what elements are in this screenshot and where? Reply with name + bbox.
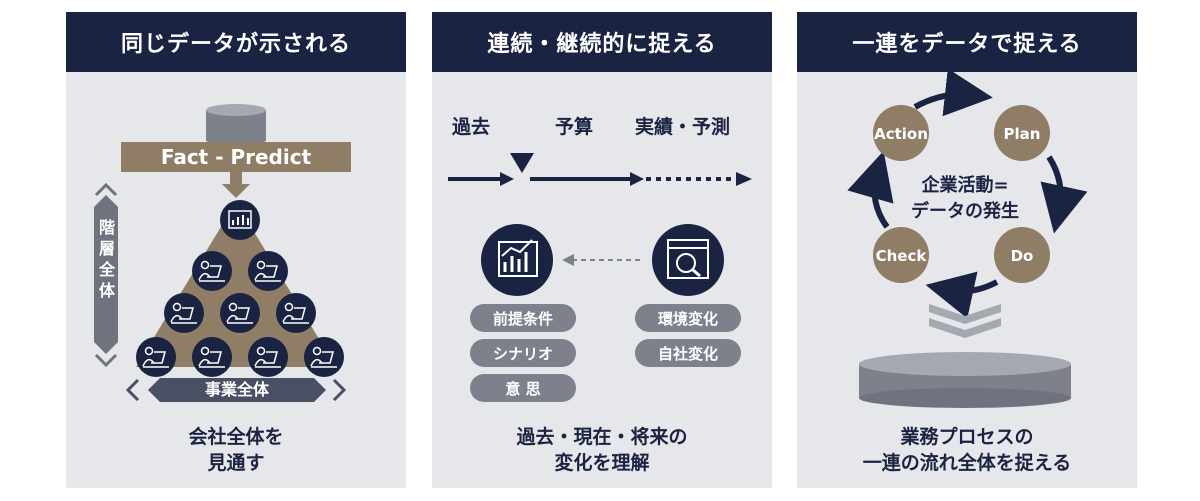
top-chart-node <box>220 200 260 240</box>
pdca-cycle-diagram: Action Plan Do Check 企業活動= データの発生 <box>847 68 1088 408</box>
arrow-right-icon <box>630 172 644 186</box>
panel3-title: 一連をデータで捉える <box>797 12 1137 72</box>
panel-continuous: 連続・継続的に捉える 過去 予算 実績・予測 <box>432 12 772 488</box>
cycle-arrow-icon <box>913 68 993 117</box>
database-icon <box>206 104 266 146</box>
hierarchy-label: 階層全体 <box>98 218 115 300</box>
down-arrow-icon <box>230 172 242 184</box>
business-arrow-icon <box>125 378 347 402</box>
hierarchy-arrow-icon <box>94 182 118 368</box>
cycle-arrow-icon <box>925 271 999 319</box>
fact-predict-label: Fact - Predict <box>161 145 312 169</box>
check-node <box>873 227 929 283</box>
do-node <box>994 227 1050 283</box>
pill-company-change: 自社変化 <box>635 339 741 367</box>
panel1-caption-1: 会社全体を <box>188 426 284 448</box>
pill-scenario: シナリオ <box>470 339 576 367</box>
cycle-arrow-icon <box>847 150 894 229</box>
timeline-diagram <box>448 153 752 296</box>
person-laptop-icon <box>248 337 288 377</box>
person-laptop-icon <box>192 251 232 291</box>
timeline-past: 過去 <box>452 116 491 138</box>
panel3-caption-1: 業務プロセスの <box>900 426 1034 448</box>
panel-sequence: 一連をデータで捉える Action Plan Do Check 企業活動= デー… <box>797 12 1137 488</box>
plan-node <box>994 105 1050 161</box>
panel2-caption-2: 変化を理解 <box>554 452 650 474</box>
check-label: Check <box>876 247 928 265</box>
center-label-1: 企業活動= <box>920 174 1008 196</box>
hierarchy-diagram: Fact - Predict <box>94 104 351 402</box>
growth-chart-icon <box>481 224 553 296</box>
timeline-actual-forecast: 実績・予測 <box>635 116 731 138</box>
panel2-title: 連続・継続的に捉える <box>432 12 772 72</box>
person-laptop-icon <box>276 293 316 333</box>
center-label-2: データの発生 <box>911 200 1019 222</box>
arrow-right-icon <box>500 172 514 186</box>
person-laptop-icon <box>304 337 344 377</box>
arrow-left-icon <box>562 254 574 266</box>
person-laptop-icon <box>192 337 232 377</box>
now-marker-icon <box>510 153 534 173</box>
business-label: 事業全体 <box>204 380 269 399</box>
cycle-arrow-icon <box>1040 155 1088 234</box>
person-nodes <box>136 251 344 377</box>
person-laptop-icon <box>220 293 260 333</box>
fact-predict-bar <box>121 142 351 172</box>
platform-cylinder-icon <box>859 352 1071 408</box>
pill-environment-change: 環境変化 <box>635 304 741 332</box>
panel2-caption-1: 過去・現在・将来の <box>516 426 688 448</box>
chevron-down-icon <box>929 304 1001 338</box>
action-label: Action <box>874 125 928 143</box>
pill-assumptions: 前提条件 <box>470 304 576 332</box>
action-node <box>873 105 929 161</box>
plan-label: Plan <box>1004 125 1041 143</box>
panel1-title: 同じデータが示される <box>66 12 406 72</box>
panel3-caption-2: 一連の流れ全体を捉える <box>862 452 1072 474</box>
person-laptop-icon <box>248 251 288 291</box>
do-label: Do <box>1011 247 1034 265</box>
person-laptop-icon <box>136 337 176 377</box>
analysis-window-icon <box>652 224 724 296</box>
panel1-caption-2: 見通す <box>207 452 265 474</box>
arrow-right-icon <box>736 172 752 186</box>
timeline-budget: 予算 <box>555 116 594 138</box>
panel-same-data: 同じデータが示される Fact - Predict <box>66 12 406 488</box>
pill-intention: 意 思 <box>470 374 576 402</box>
person-laptop-icon <box>164 293 204 333</box>
